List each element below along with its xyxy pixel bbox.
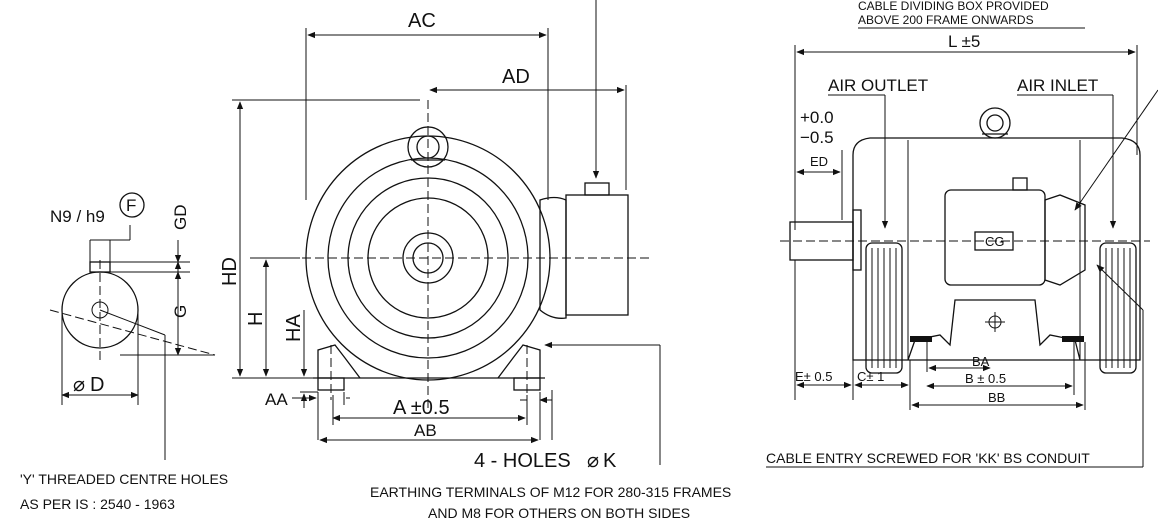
notes: 'Y' THREADED CENTRE HOLES AS PER IS : 25…	[20, 471, 731, 521]
a-label: A ±0.5	[393, 397, 450, 419]
centre-holes-note-2: AS PER IS : 2540 - 1963	[20, 496, 175, 512]
hd-label: HD	[219, 257, 241, 286]
ab-label: AB	[414, 421, 437, 440]
b-tol-label: B ± 0.5	[965, 371, 1006, 386]
foot-pad-right	[1062, 336, 1084, 342]
holes-label: 4 - HOLES	[474, 450, 571, 472]
cable-box-note-2: ABOVE 200 FRAME ONWARDS	[858, 13, 1034, 27]
f-circle	[119, 192, 145, 218]
aa-label: AA	[265, 390, 288, 409]
g-label: G	[171, 305, 190, 318]
keyway-label: N9 / h9	[50, 207, 105, 226]
d-label: D	[90, 374, 104, 396]
bb-label: BB	[988, 390, 1005, 405]
phi-symbol: ⌀	[73, 374, 85, 396]
cable-entry-note: CABLE ENTRY SCREWED FOR 'KK' BS CONDUIT	[766, 450, 1090, 466]
h-label: H	[245, 312, 267, 326]
ad-label: AD	[502, 66, 530, 88]
l-label: L ±5	[948, 32, 980, 51]
holes-k-label: K	[603, 450, 617, 472]
phi-symbol-holes: ⌀	[587, 450, 599, 472]
earthing-note-2: AND M8 FOR OTHERS ON BOTH SIDES	[428, 505, 690, 521]
air-outlet-fins	[865, 242, 903, 374]
cable-box-note-1: CABLE DIVIDING BOX PROVIDED	[858, 0, 1049, 13]
earthing-note-1: EARTHING TERMINALS OF M12 FOR 280-315 FR…	[370, 484, 731, 500]
e-tol-label: E± 0.5	[795, 369, 833, 384]
keyway-f-label: F	[126, 196, 136, 215]
foot-pad-left	[910, 336, 932, 342]
motor-body-outline	[852, 137, 1141, 361]
c-tol-label: C± 1	[857, 369, 884, 384]
centre-holes-note-1: 'Y' THREADED CENTRE HOLES	[20, 471, 228, 487]
air-inlet-label: AIR INLET	[1017, 76, 1098, 95]
tol-minus-label: −0.5	[800, 128, 834, 147]
cable-gland	[1044, 194, 1086, 286]
gd-label: GD	[171, 205, 190, 231]
front-view: AC AD HD H HA AA A ±0.5 AB 4 - HOLES ⌀ K	[219, 0, 661, 472]
air-inlet-fins	[1099, 242, 1137, 374]
side-view: CABLE DIVIDING BOX PROVIDED ABOVE 200 FR…	[766, 0, 1158, 468]
right-foot	[497, 344, 541, 379]
terminal-box	[565, 194, 629, 316]
ha-label: HA	[283, 314, 305, 342]
air-outlet-label: AIR OUTLET	[828, 76, 928, 95]
ba-label: BA	[972, 354, 990, 369]
shaft-end-view: N9 / h9 F GD G ⌀ D	[49, 192, 216, 460]
ac-label: AC	[408, 10, 436, 32]
tol-plus-label: +0.0	[800, 108, 834, 127]
left-foot	[317, 344, 361, 379]
ed-label: ED	[810, 154, 828, 169]
